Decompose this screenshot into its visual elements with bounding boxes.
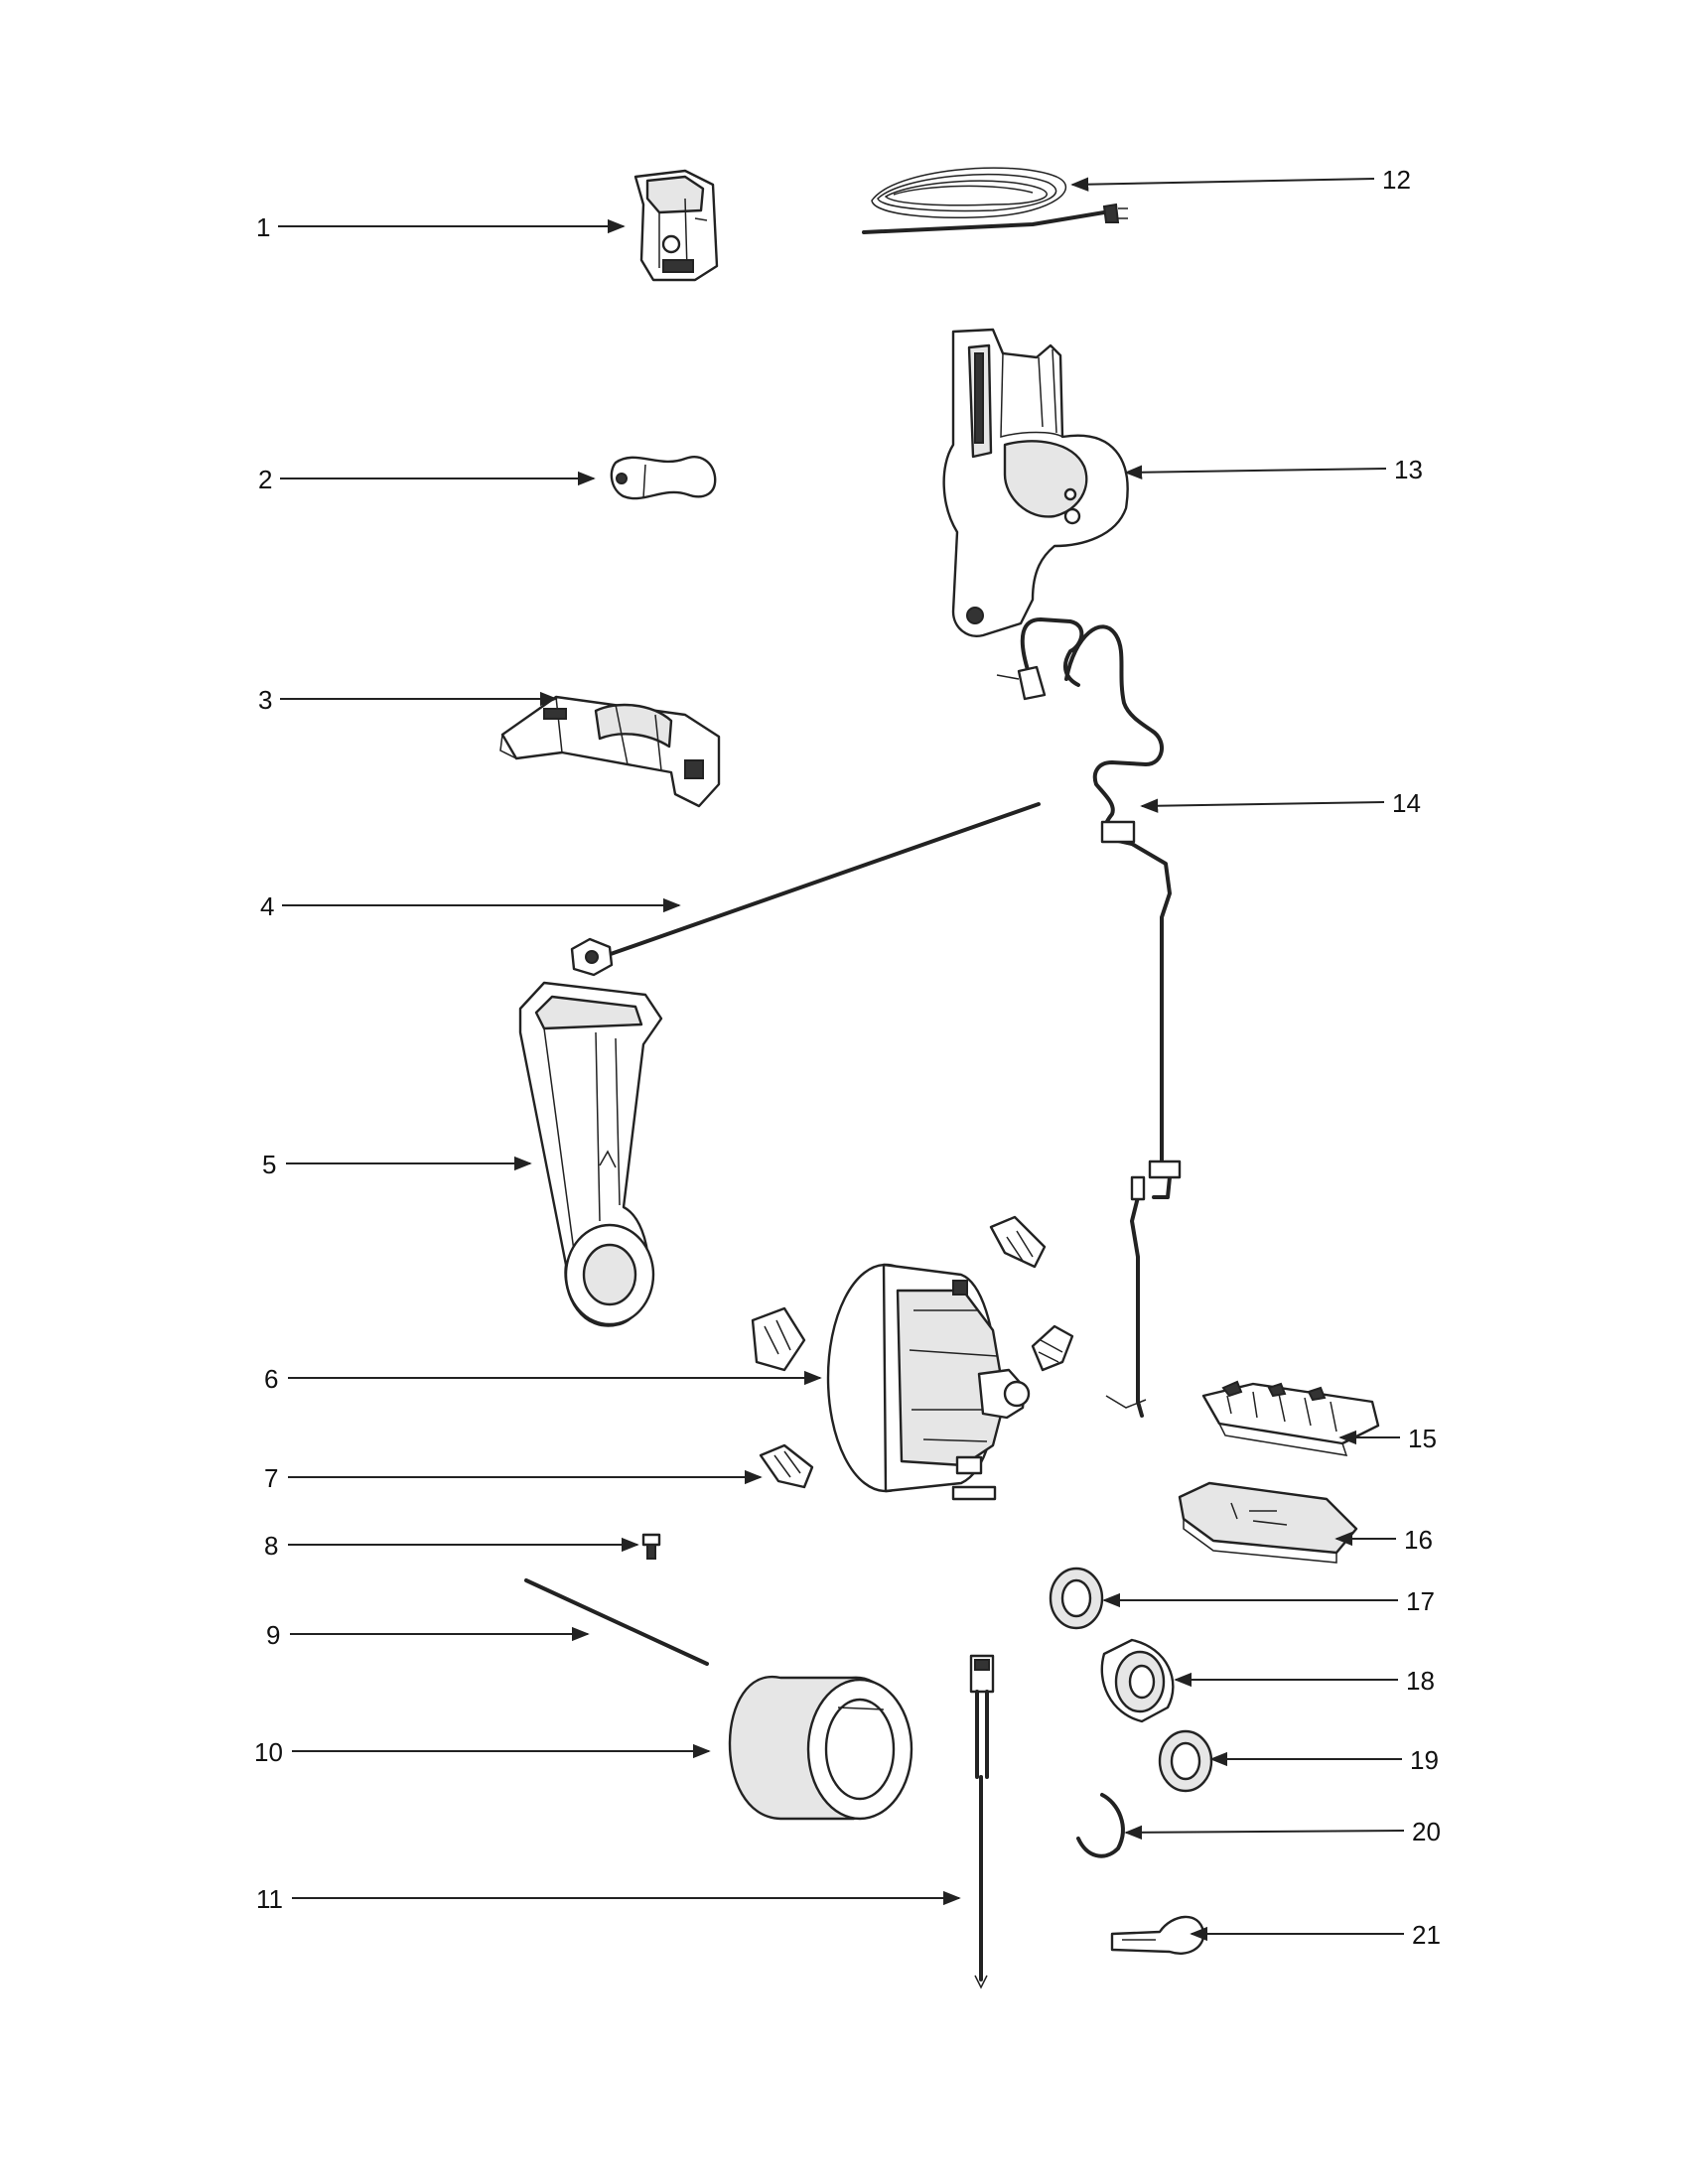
part-16-plate: [1178, 1481, 1358, 1564]
callout-11: 11: [256, 1884, 283, 1914]
leader-lines: [278, 177, 1405, 1942]
callout-15: 15: [1408, 1424, 1437, 1453]
part-2-clip: [610, 456, 717, 500]
part-13-hood: [942, 328, 1129, 637]
callout-9: 9: [266, 1620, 280, 1650]
callout-8: 8: [264, 1531, 278, 1561]
part-7-brush-block: [759, 1443, 814, 1489]
callout-13: 13: [1394, 455, 1423, 484]
callout-18: 18: [1406, 1666, 1435, 1696]
callout-14: 14: [1392, 788, 1421, 818]
part-14-wire-harness: [996, 617, 1182, 1418]
part-9-shaft: [524, 1578, 709, 1666]
callout-numbers: 1 2 3 4 5 6 7 8 9 10 11 12 13 14 15 16 1…: [254, 165, 1441, 1950]
part-19-washer: [1158, 1729, 1213, 1793]
callout-7: 7: [264, 1463, 278, 1493]
part-21-cable-clip: [1110, 1915, 1205, 1955]
part-8-screw: [641, 1533, 661, 1560]
part-1-bracket: [633, 169, 719, 282]
part-6-motor-assembly: [751, 1215, 1147, 1501]
callout-10: 10: [254, 1737, 283, 1767]
part-18-bearing: [1100, 1638, 1175, 1723]
callout-16: 16: [1404, 1525, 1433, 1555]
callout-17: 17: [1406, 1586, 1435, 1616]
part-15-brush-bar: [1201, 1380, 1380, 1456]
part-4-rod: [570, 802, 1041, 977]
callout-12: 12: [1382, 165, 1411, 195]
part-11-probe-lead: [969, 1654, 995, 1989]
callout-1: 1: [256, 212, 270, 242]
part-10-roller-sleeve: [728, 1675, 913, 1821]
callout-5: 5: [262, 1150, 276, 1179]
part-5-arm: [518, 981, 663, 1327]
callout-21: 21: [1412, 1920, 1441, 1950]
part-12-cord: [862, 167, 1128, 234]
callout-19: 19: [1410, 1745, 1439, 1775]
part-20-retaining-ring: [1076, 1793, 1125, 1858]
callout-2: 2: [258, 465, 272, 494]
callout-20: 20: [1412, 1817, 1441, 1846]
callout-3: 3: [258, 685, 272, 715]
callout-4: 4: [260, 891, 274, 921]
part-3-housing-plate: [499, 695, 721, 808]
callout-6: 6: [264, 1364, 278, 1394]
part-17-washer: [1049, 1567, 1104, 1630]
